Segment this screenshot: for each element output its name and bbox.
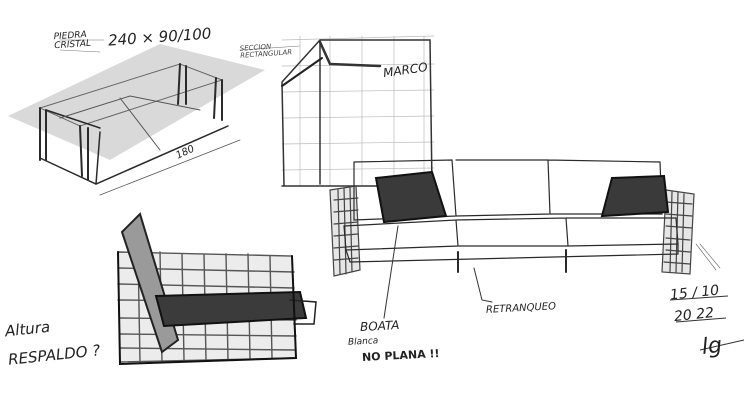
annotation-boata: BOATA (359, 317, 400, 335)
table-sketch (8, 39, 301, 196)
table-shadow (8, 44, 265, 160)
left-pillow (374, 170, 448, 224)
date-marks (669, 295, 745, 351)
annotation-blanca: Blanca (347, 336, 379, 348)
signature: lg (700, 333, 724, 360)
sofa-side-sketch (117, 212, 317, 366)
annotation-piedra: PIEDRA CRISTAL (53, 29, 92, 52)
annotation-date-year: 20 22 (673, 304, 715, 326)
sofa-front-sketch (329, 159, 721, 319)
frame-grid-sketch (281, 35, 435, 187)
sofa-right-arm (661, 189, 695, 275)
right-pillow (600, 174, 670, 218)
